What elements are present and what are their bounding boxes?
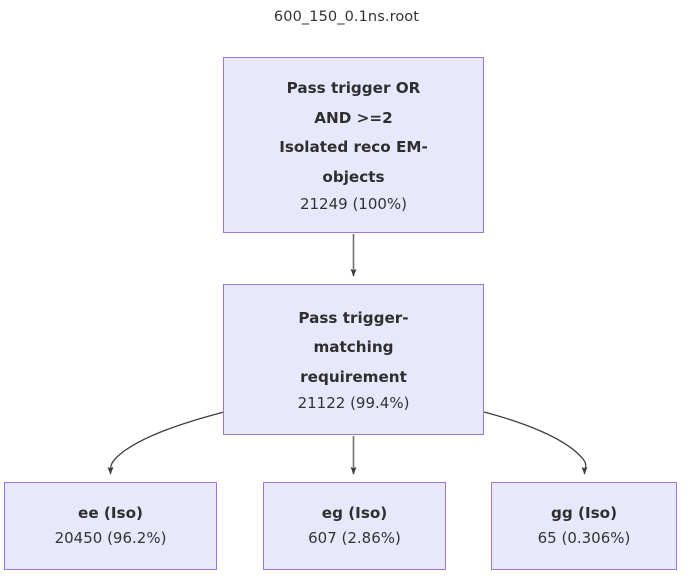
node-gg-iso[interactable]: gg (Iso) 65 (0.306%) xyxy=(491,482,677,570)
node-label: Pass trigger OR AND >=2 Isolated reco EM… xyxy=(279,79,428,187)
node-label: ee (Iso) xyxy=(78,503,143,522)
node-ee-iso[interactable]: ee (Iso) 20450 (96.2%) xyxy=(4,482,217,570)
edge-match-to-ee xyxy=(107,411,225,475)
node-label: eg (Iso) xyxy=(321,503,388,522)
node-eg-iso[interactable]: eg (Iso) 607 (2.86%) xyxy=(263,482,446,570)
node-count: 65 (0.306%) xyxy=(537,528,631,547)
node-count: 607 (2.86%) xyxy=(308,528,401,547)
node-count: 20450 (96.2%) xyxy=(54,528,167,547)
node-pass-trigger-or[interactable]: Pass trigger OR AND >=2 Isolated reco EM… xyxy=(223,57,484,233)
page-title: 600_150_0.1ns.root xyxy=(273,9,420,25)
edge-match-to-gg xyxy=(483,411,588,475)
node-count: 21122 (99.4%) xyxy=(297,393,410,412)
node-label: Pass trigger- matching requirement xyxy=(298,308,409,386)
node-label: gg (Iso) xyxy=(550,503,618,522)
node-pass-trigger-matching[interactable]: Pass trigger- matching requirement 21122… xyxy=(223,284,484,435)
node-count: 21249 (100%) xyxy=(299,194,408,213)
